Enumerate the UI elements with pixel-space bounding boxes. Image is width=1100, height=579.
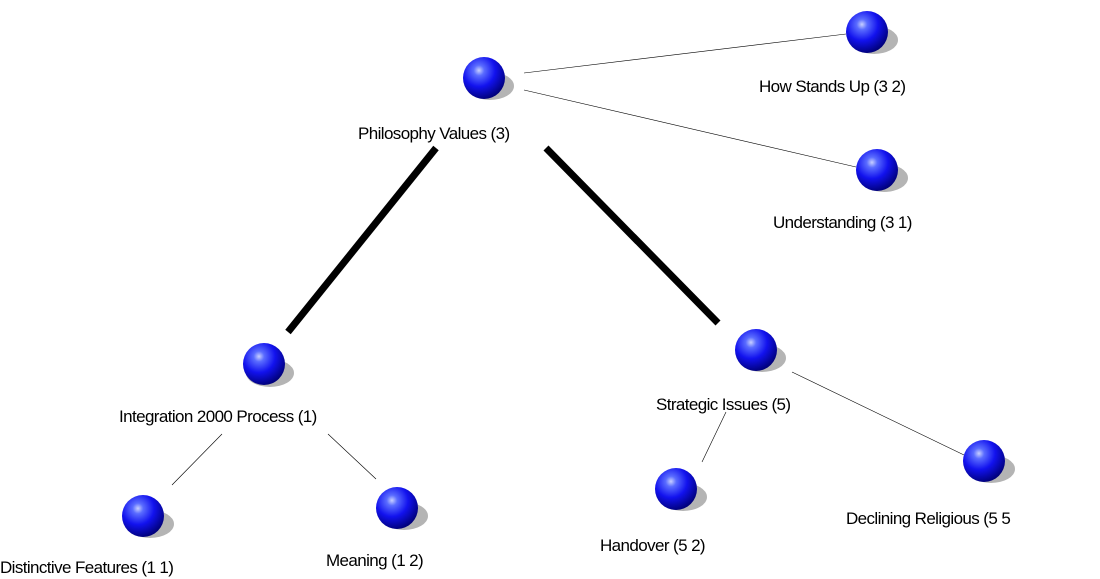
node-how-stands[interactable]: How Stands Up (3 2) xyxy=(759,11,906,96)
node-ball-icon xyxy=(963,440,1005,482)
node-label: Declining Religious (5 5 xyxy=(846,509,1010,528)
edge-strategic-handover xyxy=(701,411,727,463)
node-label: Philosophy Values (3) xyxy=(358,124,510,143)
node-understanding[interactable]: Understanding (3 1) xyxy=(773,149,912,232)
node-philosophy[interactable]: Philosophy Values (3) xyxy=(358,57,514,143)
node-strategic[interactable]: Strategic Issues (5) xyxy=(656,329,791,414)
edge-philosophy-how-stands xyxy=(523,33,847,74)
node-handover[interactable]: Handover (5 2) xyxy=(600,468,707,555)
edge-strategic-declining xyxy=(791,371,965,456)
node-label: Meaning (1 2) xyxy=(326,551,423,570)
node-ball-icon xyxy=(243,343,285,385)
node-label: Understanding (3 1) xyxy=(773,213,912,232)
node-ball-icon xyxy=(655,468,697,510)
node-ball-icon xyxy=(856,149,898,191)
edge-philosophy-understanding xyxy=(523,89,857,168)
node-label: Integration 2000 Process (1) xyxy=(119,407,317,426)
edge-integration-meaning xyxy=(327,433,377,480)
edge-philosophy-integration xyxy=(285,145,439,335)
node-ball-icon xyxy=(463,57,505,99)
node-ball-icon xyxy=(376,487,418,529)
nodes-layer: Philosophy Values (3) How Stands Up (3 2… xyxy=(0,11,1015,577)
edges-layer xyxy=(171,33,965,486)
edge-integration-distinctive xyxy=(171,433,223,486)
node-ball-icon xyxy=(735,329,777,371)
node-label: Distinctive Features (1 1) xyxy=(0,558,173,577)
node-integration[interactable]: Integration 2000 Process (1) xyxy=(119,343,317,426)
edge-philosophy-strategic xyxy=(543,145,721,326)
node-label: Handover (5 2) xyxy=(600,536,705,555)
node-declining[interactable]: Declining Religious (5 5 xyxy=(846,440,1015,528)
node-distinctive[interactable]: Distinctive Features (1 1) xyxy=(0,495,174,577)
node-label: Strategic Issues (5) xyxy=(656,395,790,414)
node-ball-icon xyxy=(846,11,888,53)
node-label: How Stands Up (3 2) xyxy=(759,77,905,96)
node-ball-icon xyxy=(122,495,164,537)
node-meaning[interactable]: Meaning (1 2) xyxy=(326,487,428,570)
